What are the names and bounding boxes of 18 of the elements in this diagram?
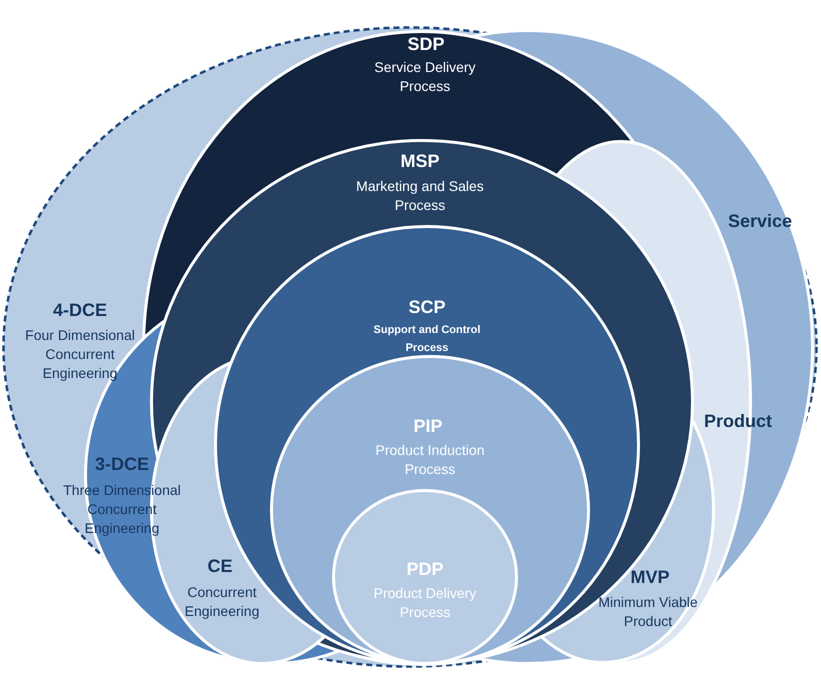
- circle-description: Support and Control Process: [372, 323, 482, 356]
- circle-description: Product Induction Process: [374, 441, 486, 479]
- circle-title: SCP: [408, 297, 446, 318]
- circle-description: Four Dimensional Concurrent Engineering: [24, 326, 136, 383]
- circle-title: 4-DCE: [53, 300, 107, 321]
- circle-description: Product Delivery Process: [372, 584, 478, 622]
- circle-title: PIP: [414, 416, 442, 437]
- circle-description: Service Delivery Process: [373, 58, 477, 96]
- circle-description: Minimum Viable Product: [597, 593, 699, 631]
- circle-title: CE: [208, 556, 232, 577]
- circle-title: MSP: [400, 151, 440, 172]
- circle-description: Concurrent Engineering: [184, 583, 260, 621]
- circle-description: Marketing and Sales Process: [355, 177, 485, 215]
- circle-title: SDP: [408, 34, 444, 55]
- circle-title: Product: [704, 411, 772, 432]
- circle-title: MVP: [630, 567, 670, 588]
- circle-title: 3-DCE: [95, 454, 149, 475]
- circle-title: PDP: [406, 559, 444, 580]
